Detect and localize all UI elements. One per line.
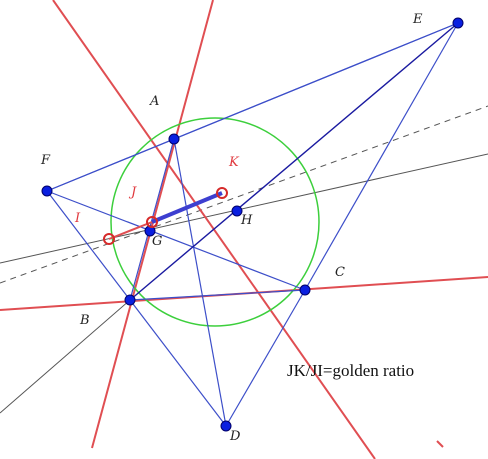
red-tick-mark xyxy=(436,440,444,448)
segment-C-E xyxy=(304,22,459,291)
point-F[interactable] xyxy=(41,185,53,197)
segment-B-E xyxy=(129,22,459,301)
point-C[interactable] xyxy=(299,284,311,296)
dashed-line-IJK xyxy=(0,105,488,284)
point-I[interactable] xyxy=(103,233,115,245)
label-G: G xyxy=(152,234,162,249)
label-I: I xyxy=(74,211,81,226)
label-K: K xyxy=(228,155,240,170)
golden-ratio-caption: JK/JI=golden ratio xyxy=(287,361,414,380)
label-C: C xyxy=(335,265,345,280)
segment-B-D xyxy=(129,299,227,427)
segment-B-C xyxy=(129,289,306,301)
point-K[interactable] xyxy=(216,187,228,199)
label-B: B xyxy=(79,313,90,328)
label-J: J xyxy=(128,185,137,200)
point-B[interactable] xyxy=(124,294,136,306)
segment-D-C xyxy=(225,289,306,427)
label-H: H xyxy=(240,213,253,228)
segment-I-J xyxy=(108,221,153,240)
point-J[interactable] xyxy=(146,216,158,228)
point-H[interactable] xyxy=(231,205,243,217)
point-A[interactable] xyxy=(168,133,180,145)
point-E[interactable] xyxy=(452,17,464,29)
point-D[interactable] xyxy=(220,420,232,432)
red-line-through-A-B xyxy=(91,0,214,449)
label-F: F xyxy=(40,153,51,168)
segment-F-C xyxy=(46,190,306,291)
segment-J-K xyxy=(151,191,223,224)
segment-A-B xyxy=(129,138,175,301)
segment-F-B xyxy=(46,190,131,301)
segment-F-E xyxy=(46,22,459,192)
green-circle xyxy=(110,117,320,327)
label-E: E xyxy=(412,12,423,27)
line-through-B-lower-left xyxy=(0,299,131,414)
label-A: A xyxy=(149,94,159,109)
label-D: D xyxy=(229,429,241,444)
segment-A-D xyxy=(173,138,227,427)
line-through-I-H xyxy=(0,153,488,264)
